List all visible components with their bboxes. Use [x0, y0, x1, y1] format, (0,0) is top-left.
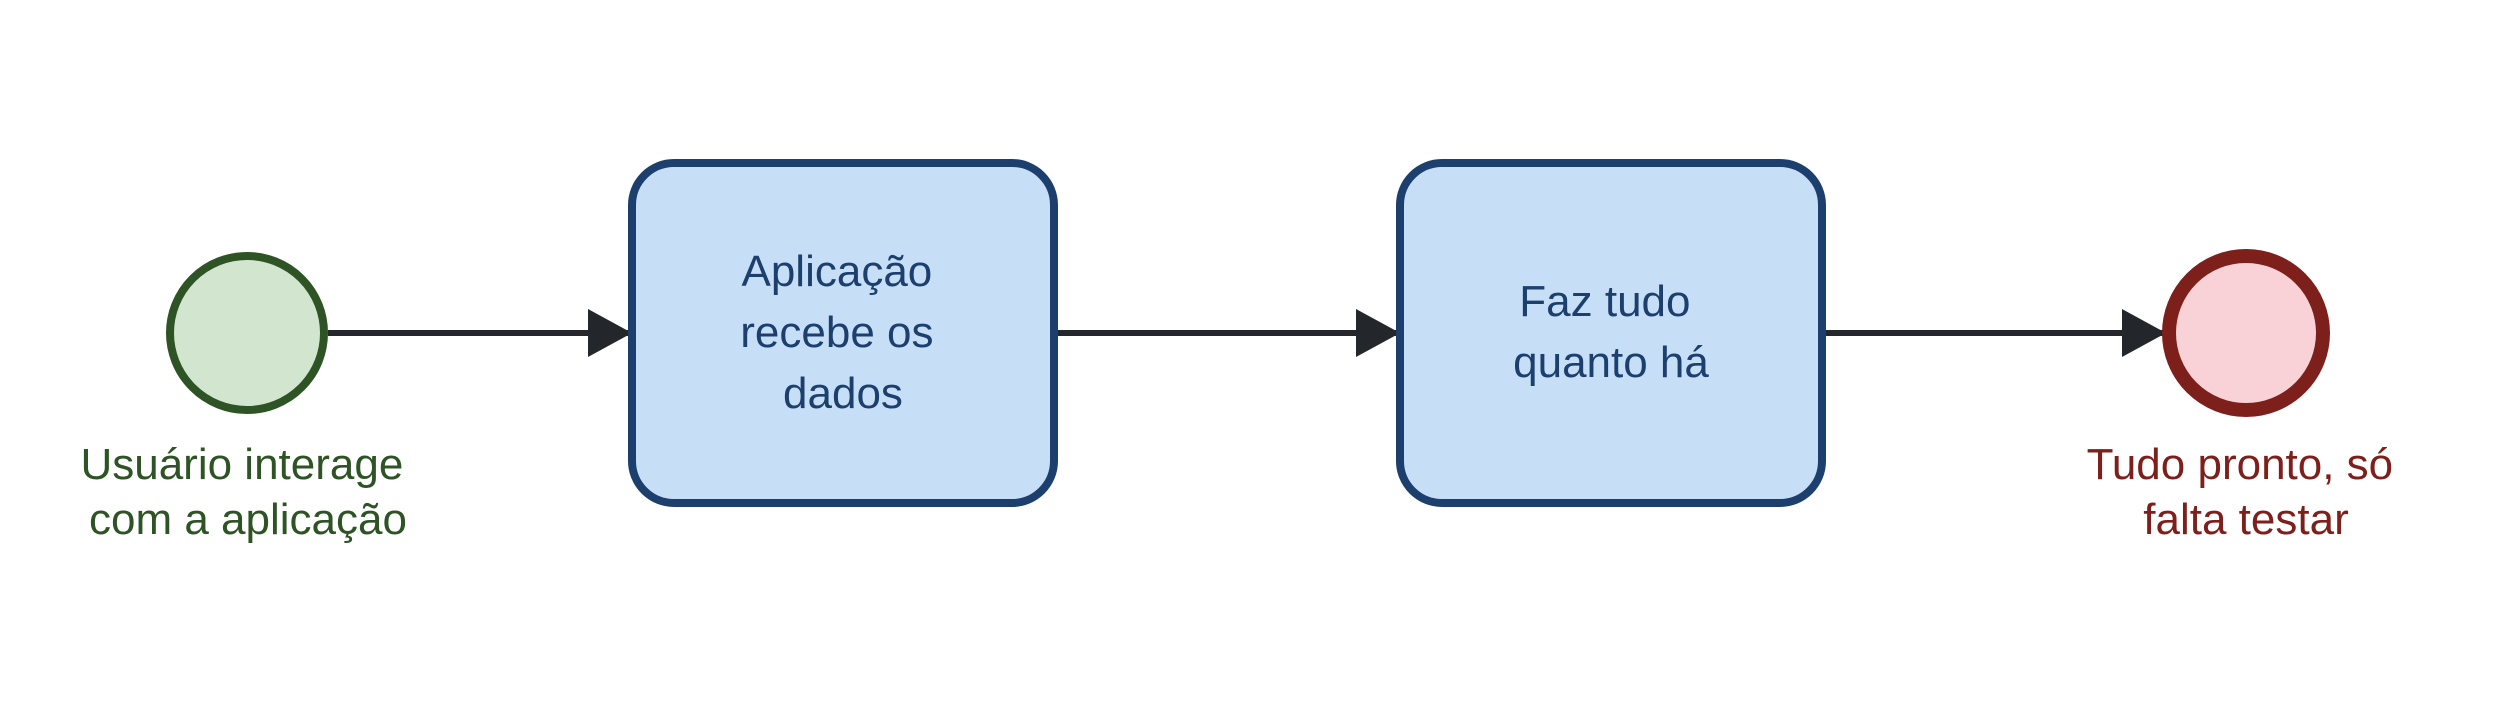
task-2-box: [1396, 159, 1826, 507]
task-1-box: [628, 159, 1058, 507]
end-event-label: Tudo pronto, só falta testar: [2087, 440, 2406, 544]
task-2-label-line-2: quanto há: [1513, 338, 1709, 387]
task-2-label-line-1: Faz tudo: [1519, 277, 1690, 326]
task-2-label: Faz tudo quanto há: [1513, 277, 1709, 387]
task-1-label-line-2: recebe os: [740, 308, 933, 357]
arrowhead-end: [2122, 309, 2166, 357]
end-event-label-line-1: Tudo pronto, só: [2087, 440, 2394, 489]
start-event-circle: [166, 252, 328, 414]
start-event-label-line-2: com a aplicação: [89, 495, 407, 544]
end-event-circle: [2162, 249, 2330, 417]
task-1-label: Aplicação recebe os dados: [740, 247, 945, 418]
task-1-label-line-1: Aplicação: [741, 247, 932, 296]
start-event-label: Usuário interage com a aplicação: [80, 440, 415, 544]
arrowhead-task1: [588, 309, 632, 357]
task-1-label-line-3: dados: [783, 369, 903, 418]
arrowhead-task2: [1356, 309, 1400, 357]
end-event-label-line-2: falta testar: [2143, 495, 2348, 544]
start-event-label-line-1: Usuário interage: [80, 440, 403, 489]
